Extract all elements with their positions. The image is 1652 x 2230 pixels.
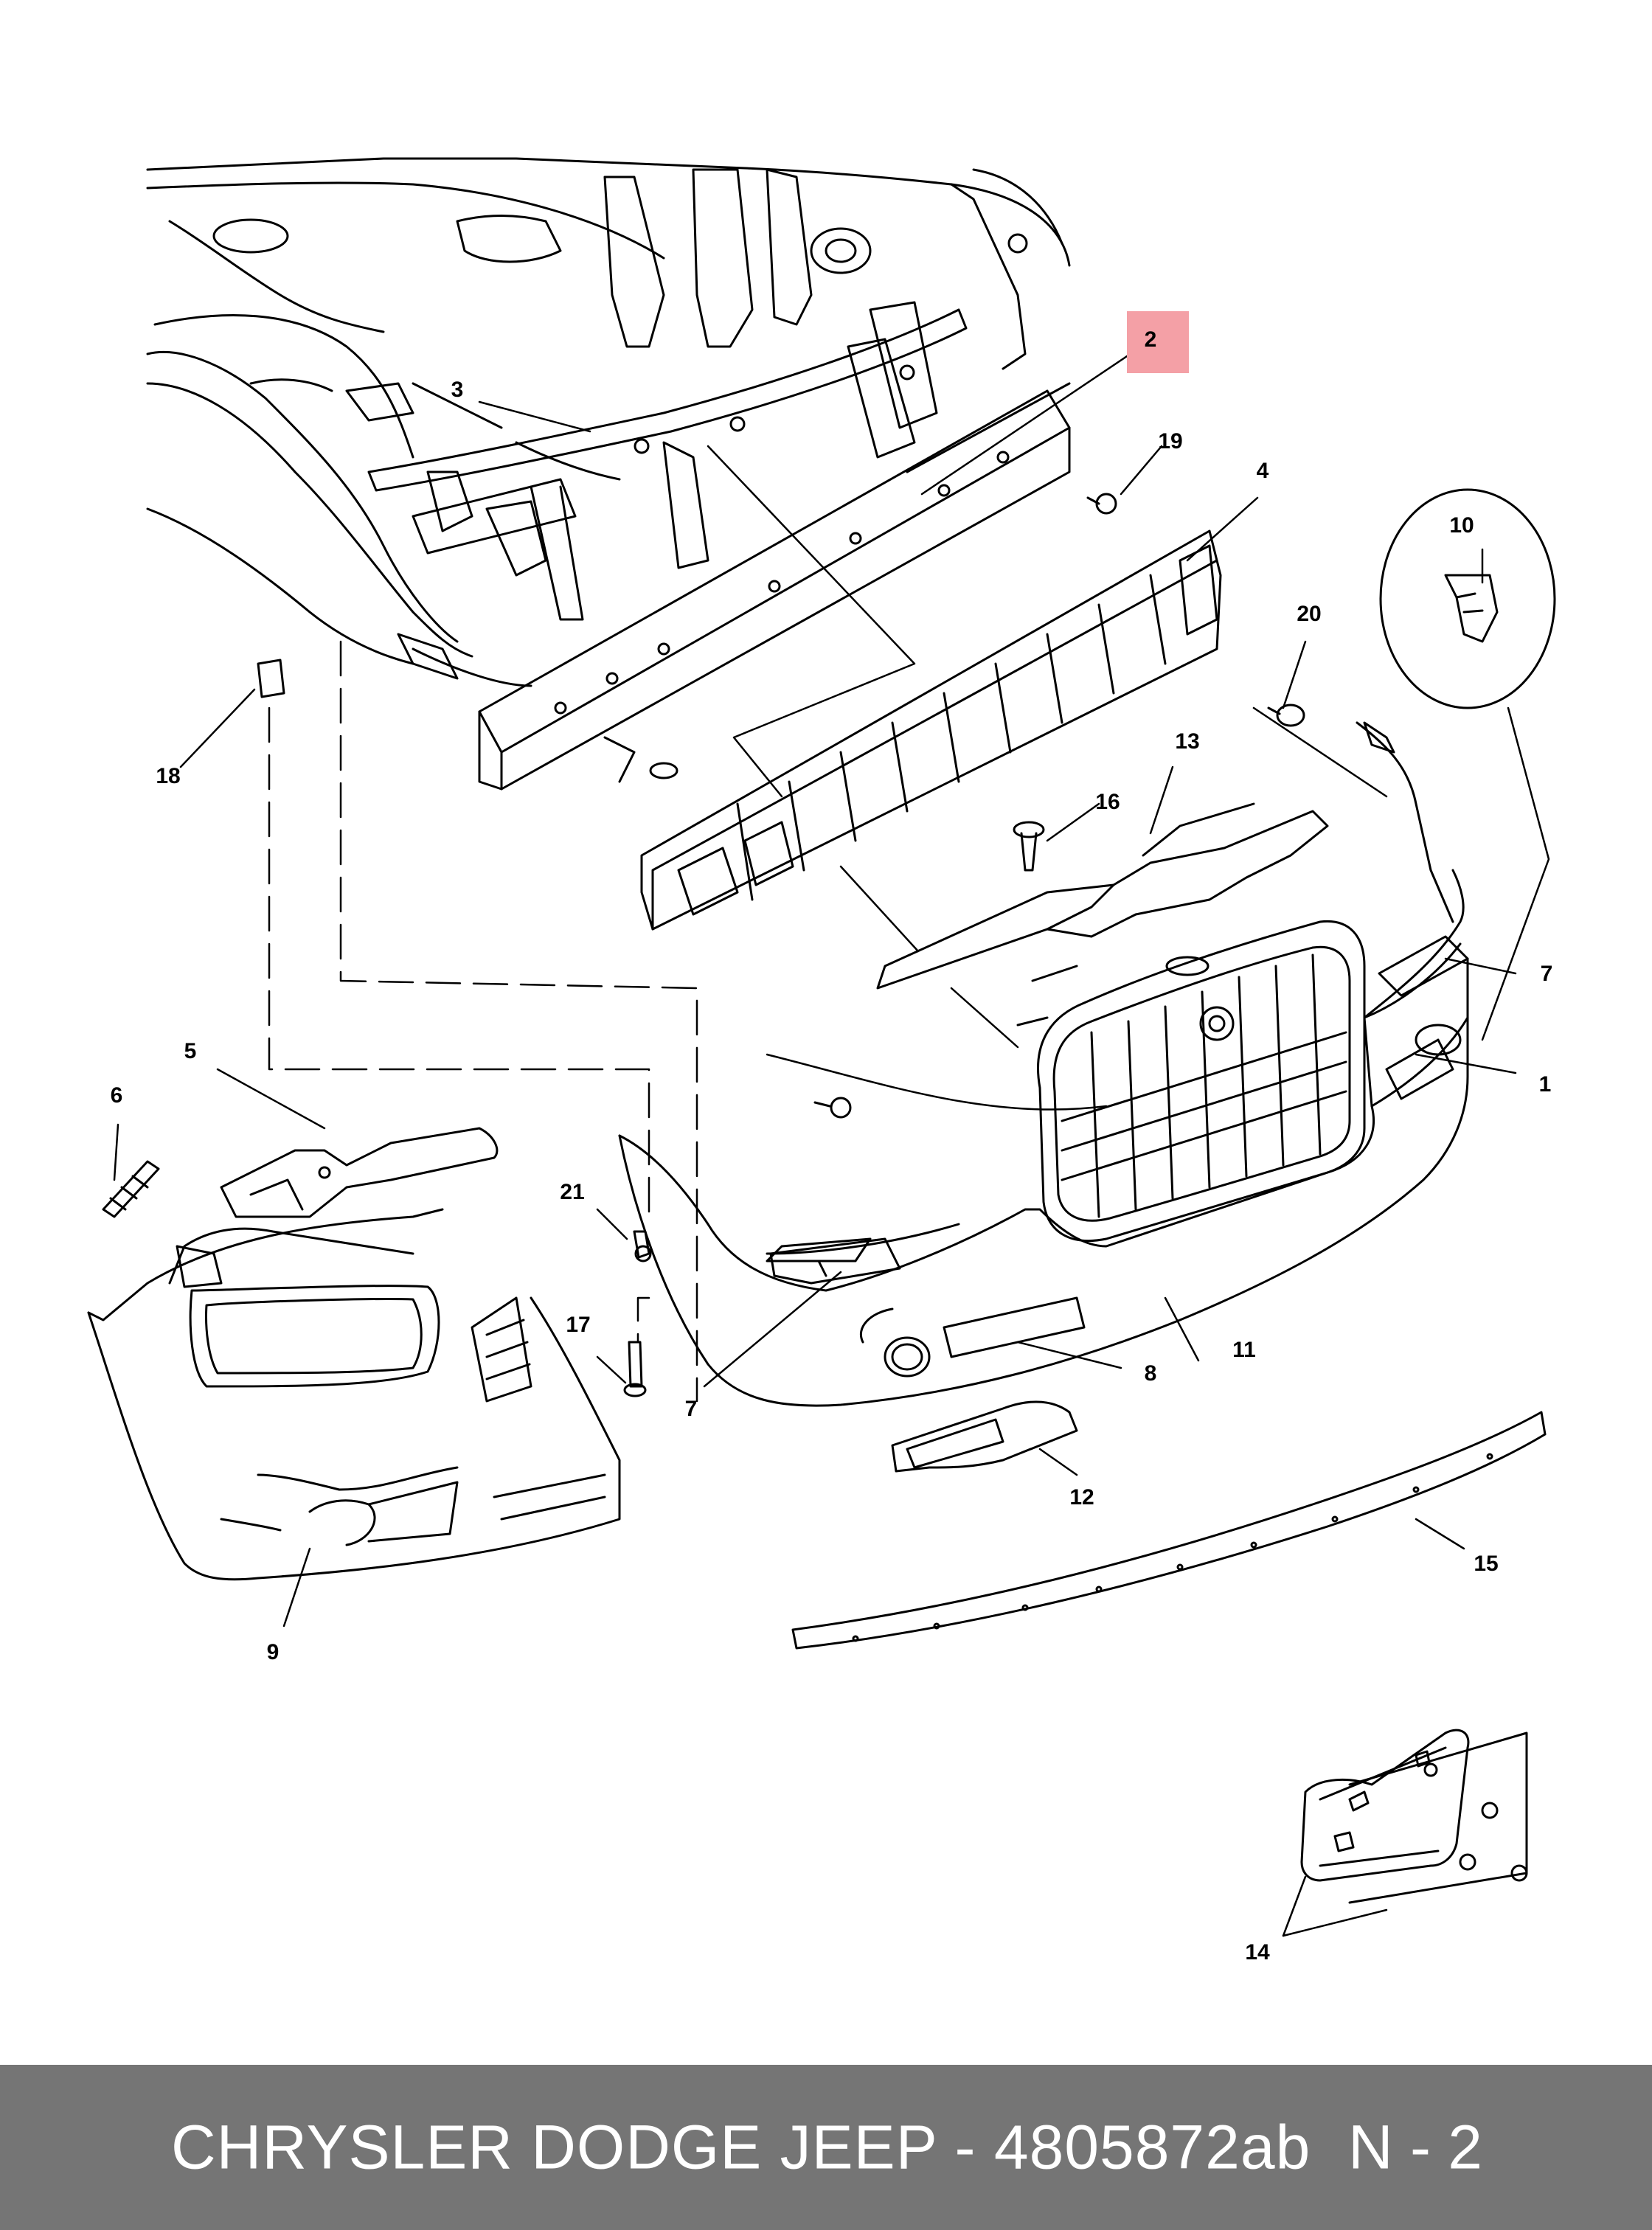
push-pin-fastener-20 (1267, 704, 1305, 727)
callout-20[interactable]: 20 (1297, 602, 1321, 626)
grille-screw (813, 1097, 852, 1119)
front-fascia (618, 721, 1469, 1407)
callout-12[interactable]: 12 (1069, 1485, 1094, 1510)
footer-page-number: N - 2 (1348, 2112, 1483, 2182)
callout-19[interactable]: 19 (1158, 429, 1182, 454)
fascia-bracket (220, 1127, 499, 1218)
reflector (891, 1400, 1078, 1473)
callout-2[interactable]: 2 (1145, 327, 1157, 352)
footer-title: CHRYSLER DODGE JEEP - 4805872ab (171, 2112, 1311, 2182)
body-engine-bay-drawing (146, 157, 1071, 665)
callout-7a[interactable]: 7 (1541, 962, 1553, 986)
callout-labels: 2 3 19 4 10 20 18 13 16 7 1 5 6 21 17 7 … (111, 327, 1553, 1965)
callout-21[interactable]: 21 (560, 1180, 584, 1204)
fog-lamp-bezel (769, 1237, 901, 1285)
assembly-centerlines (268, 640, 698, 1403)
clip-fastener-18 (257, 659, 285, 698)
callout-7b[interactable]: 7 (685, 1397, 698, 1421)
callout-1[interactable]: 1 (1539, 1072, 1552, 1097)
callout-13[interactable]: 13 (1175, 729, 1199, 754)
callout-16[interactable]: 16 (1095, 790, 1120, 814)
callout-3[interactable]: 3 (451, 378, 464, 402)
alignment-guides (707, 445, 1388, 1111)
retaining-clip-6 (102, 1160, 160, 1218)
left-fascia-panel (87, 1208, 621, 1581)
clip-detail-10 (1379, 488, 1556, 709)
air-dam-strip (791, 1411, 1547, 1650)
callout-17[interactable]: 17 (566, 1313, 590, 1337)
bolt-fastener-21 (633, 1230, 652, 1262)
energy-absorber (640, 529, 1222, 931)
callout-9[interactable]: 9 (267, 1640, 280, 1664)
license-plate-bracket (1300, 1729, 1528, 1904)
callout-6[interactable]: 6 (111, 1083, 123, 1108)
front-end-exploded-diagram: 2 3 19 4 10 20 18 13 16 7 1 5 6 21 17 7 … (87, 157, 1556, 1965)
bumper-reinforcement-beam (478, 382, 1071, 791)
radiator-support-crossmember (367, 301, 968, 687)
callout-10[interactable]: 10 (1449, 513, 1474, 538)
grille (1016, 920, 1366, 1243)
upper-seal (876, 802, 1329, 990)
callout-2-highlight (1127, 311, 1189, 373)
push-pin-fastener (1013, 821, 1045, 872)
callout-8[interactable]: 8 (1145, 1361, 1157, 1386)
callout-4[interactable]: 4 (1257, 459, 1269, 483)
callout-15[interactable]: 15 (1474, 1552, 1498, 1576)
callout-18[interactable]: 18 (156, 764, 180, 788)
footer-bar: CHRYSLER DODGE JEEP - 4805872ab N - 2 (0, 2065, 1652, 2230)
bolt-fastener-17 (623, 1341, 647, 1397)
screw-fastener-19 (1086, 493, 1117, 515)
leader-lines (113, 349, 1550, 1937)
callout-5[interactable]: 5 (184, 1039, 197, 1063)
callout-14[interactable]: 14 (1245, 1940, 1270, 1965)
callout-11[interactable]: 11 (1232, 1338, 1256, 1362)
